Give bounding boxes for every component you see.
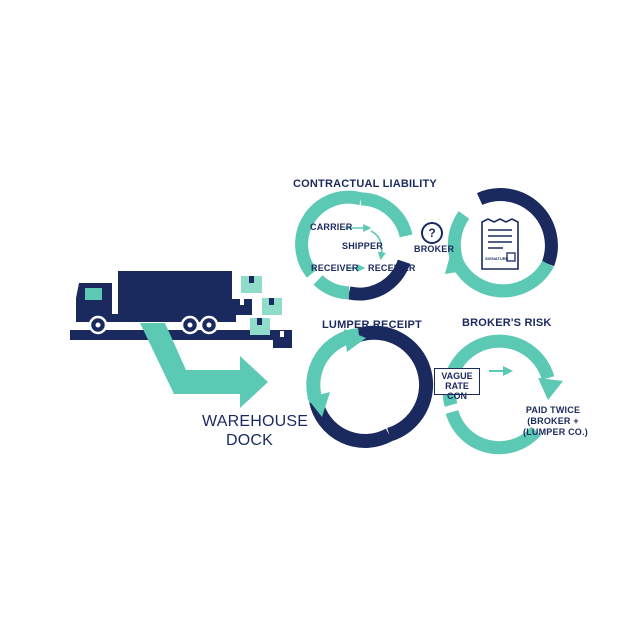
carrier-label: CARRIER: [310, 222, 352, 232]
signature-text: SIGNATURE: [485, 256, 508, 261]
vague-rate-con-line1: VAGUE: [438, 371, 476, 381]
document-icon: [482, 219, 518, 269]
paid-twice-label: PAID TWICE (BROKER + (LUMPER CO.): [523, 405, 583, 438]
paid-twice-line2: (BROKER +: [523, 416, 583, 427]
shipper-label: SHIPPER: [342, 241, 383, 251]
broker-label: BROKER: [414, 244, 454, 254]
lumper-receipt-title: LUMPER RECEIPT: [322, 319, 422, 331]
paid-twice-line3: (LUMPER CO.): [523, 427, 583, 438]
warehouse-label: WAREHOUSE: [202, 412, 297, 431]
contractual-liability-title: CONTRACTUAL LIABILITY: [293, 178, 437, 190]
broker-risk-arrowhead: [538, 378, 563, 400]
receiver-left-label: RECEIVER: [311, 263, 359, 273]
question-mark-icon: ?: [421, 222, 443, 244]
vague-rate-con-box: VAGUE RATE CON: [434, 368, 480, 395]
vague-rate-con-line2: RATE CON: [438, 381, 476, 401]
paid-twice-line1: PAID TWICE: [523, 405, 583, 416]
dock-label: DOCK: [202, 431, 297, 450]
receiver-right-label: RECEIVER: [368, 263, 416, 273]
lumper-cycle-ring: [313, 333, 426, 441]
broker-risk-title: BROKER'S RISK: [462, 317, 552, 329]
warehouse-dock-label: WAREHOUSE DOCK: [202, 412, 297, 450]
